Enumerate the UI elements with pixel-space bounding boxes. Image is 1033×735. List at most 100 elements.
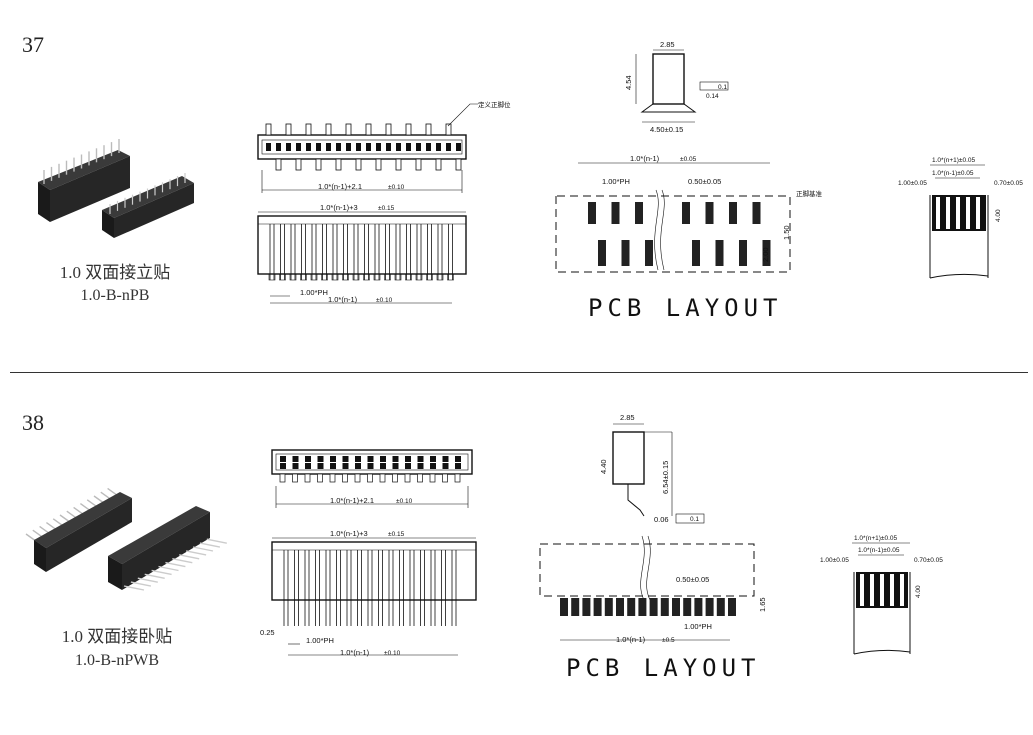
pcb-pad: [705, 598, 714, 616]
front-view-37: 1.0*(n-1)+3 ±0.15 1.00*PH 1.0*(n-1) ±0.1…: [257, 203, 467, 304]
contact: [342, 456, 349, 462]
contact: [336, 143, 341, 151]
contact: [405, 463, 411, 469]
contact: [376, 143, 381, 151]
photo-pin: [185, 550, 207, 556]
side-height-label-38: 4.40: [599, 459, 608, 474]
pcb-pad: [716, 598, 725, 616]
pin-top: [265, 123, 272, 136]
pcb-pitch-label: 1.00*PH: [602, 177, 630, 186]
coplanarity-label: 0.14: [706, 93, 719, 100]
contact: [330, 463, 336, 469]
body-length-label-38: 1.0*(n-1)+3: [330, 529, 368, 538]
contact: [276, 143, 281, 151]
pcb-span-tol-label-38: ±0.5: [662, 637, 675, 644]
pitch-label: 1.00*PH: [300, 288, 328, 297]
pcb-pad: [715, 240, 724, 266]
pin-bottom: [404, 473, 411, 483]
contact: [296, 143, 301, 151]
pin-foot: [405, 273, 412, 281]
pcb-pad: [672, 598, 680, 616]
photo-pin: [206, 538, 227, 544]
pcb-pad-len-label: 2.00: [761, 247, 770, 262]
pin-top: [325, 123, 332, 136]
pin-foot: [447, 273, 454, 281]
contact: [292, 456, 299, 462]
pin-top: [345, 123, 352, 136]
pcb-layout-38: 0.50±0.05 1.65 1.00*PH 1.0*(n-1) ±0.5 PC…: [539, 535, 767, 682]
photo-pin: [137, 577, 158, 583]
fpc-gap: [936, 197, 940, 229]
top-view-37: 1.0*(n-1)+2.1 ±0.10 定义正脚位: [257, 100, 511, 193]
contact: [380, 456, 386, 462]
contact: [455, 463, 461, 469]
pin-top: [365, 123, 372, 136]
pin-bottom: [355, 158, 362, 171]
pin-bottom: [354, 473, 361, 483]
fpc-gap: [900, 574, 904, 606]
pcb-pad: [627, 598, 636, 616]
pcb-pad: [638, 598, 647, 616]
photo-pin: [172, 558, 193, 564]
top-width-label-38: 2.85: [620, 413, 635, 422]
front-view-38: 1.0*(n-1)+3 ±0.15 0.25 1.00*PH 1.0*(n-1)…: [260, 529, 477, 657]
product-code-37: 1.0-B-nPB: [80, 287, 150, 304]
pcb-pad: [582, 598, 591, 616]
photo-pin: [130, 581, 152, 587]
contact: [355, 456, 361, 462]
pcb-pad: [729, 202, 737, 224]
contact: [330, 456, 336, 462]
contact: [280, 463, 286, 469]
fpc-pitch-label-38: 1.00±0.05: [820, 557, 849, 564]
overall-height-label: 6.54±0.15: [661, 461, 670, 494]
fpc-span-b-label-38: 1.0*(n-1)±0.05: [858, 547, 900, 554]
fpc-span-a-label-38: 1.0*(n+1)±0.05: [854, 535, 898, 542]
pin-foot: [394, 273, 402, 281]
contact: [417, 456, 424, 462]
pin-bottom: [304, 473, 311, 483]
pin-bottom: [415, 158, 422, 171]
pcb-pad-label: 0.50±0.05: [688, 177, 721, 186]
pcb-pad: [660, 598, 669, 616]
fpc-detail-38: 1.0*(n+1)±0.05 1.0*(n-1)±0.05 1.00±0.05 …: [820, 535, 943, 655]
fpc-width-label-38: 0.70±0.05: [914, 557, 943, 564]
pin-width-label: 0.25: [260, 628, 275, 637]
product-code-38: 1.0-B-nPWB: [75, 652, 159, 669]
contact: [392, 463, 399, 469]
pcb-pad: [560, 598, 568, 616]
fpc-gap: [870, 574, 874, 606]
product-name-38: 1.0 双面接卧贴: [61, 627, 173, 646]
contact: [305, 456, 311, 462]
pcb-pad: [728, 598, 736, 616]
pcb-span-label: 1.0*(n-1): [630, 154, 660, 163]
contact: [406, 143, 411, 151]
pcb-row-gap-label: 1.50: [782, 225, 791, 240]
pin-bottom: [275, 158, 282, 171]
pin-bottom: [429, 473, 436, 483]
pcb-pad: [762, 240, 771, 266]
pin-foot: [384, 273, 391, 281]
contact: [405, 456, 411, 462]
fpc-gap: [860, 574, 864, 606]
pin-foot: [373, 273, 381, 281]
pin-foot: [321, 273, 328, 281]
contact: [396, 143, 401, 151]
fpc-gap: [890, 574, 894, 606]
pcb-pad: [752, 202, 761, 224]
pin-foot: [426, 273, 433, 281]
pcb-pad: [604, 598, 613, 616]
pcb-layout-37: 1.0*(n-1) ±0.05 1.00*PH 0.50±0.05 正脚基准 1…: [555, 154, 823, 322]
contact: [316, 143, 321, 151]
contact: [456, 143, 461, 151]
pcb-pad: [635, 202, 643, 224]
pin-foot: [331, 273, 339, 281]
pcb-layout-title-38: PCB LAYOUT: [566, 654, 761, 682]
flatness-label: 0.1: [718, 84, 727, 91]
flatness-label-38: 0.1: [690, 516, 699, 523]
body-tol-label-38: ±0.15: [388, 531, 405, 538]
contact: [286, 143, 291, 151]
pcb-pad: [621, 240, 630, 266]
pin-bottom: [315, 158, 322, 171]
contact: [317, 456, 324, 462]
